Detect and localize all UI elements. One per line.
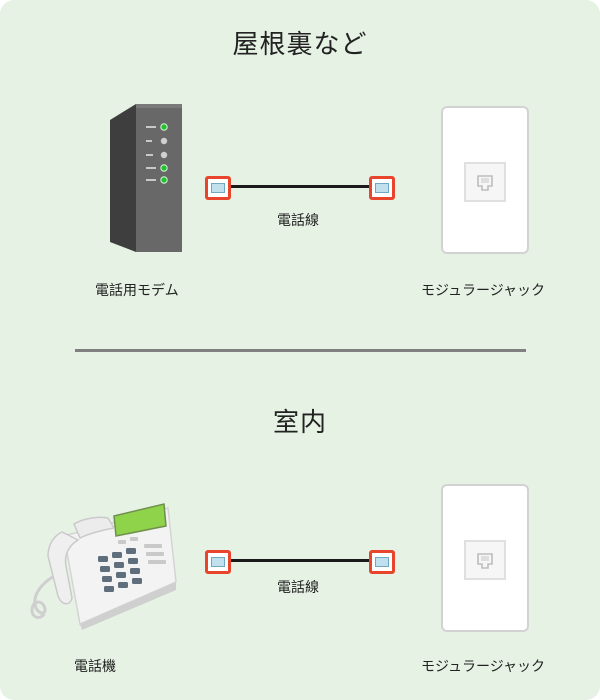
cable-plug-right [369, 550, 395, 574]
phone-cable [231, 559, 369, 562]
jack-socket [464, 540, 506, 580]
jack-label: モジュラージャック [421, 283, 546, 299]
telephone-icon [30, 503, 177, 630]
section-title-indoor: 室内 [272, 408, 327, 438]
phone-cable [231, 185, 369, 188]
cable-label: 電話線 [277, 213, 319, 229]
jack-socket [464, 162, 506, 202]
cable-plug-left [205, 176, 231, 200]
section-divider [75, 349, 526, 352]
jack-port-icon [477, 175, 493, 191]
modular-jack-icon [441, 484, 529, 632]
cable-plug-right [369, 176, 395, 200]
modem-label: 電話用モデム [95, 283, 179, 299]
cable-plug-left [205, 550, 231, 574]
section-title-attic: 屋根裏など [232, 30, 368, 60]
modular-jack-icon [441, 106, 529, 254]
cable-label: 電話線 [277, 580, 319, 596]
telephone-label: 電話機 [74, 659, 116, 675]
jack-port-icon [477, 553, 493, 569]
modem-icon [110, 104, 182, 252]
jack-label: モジュラージャック [421, 659, 546, 675]
